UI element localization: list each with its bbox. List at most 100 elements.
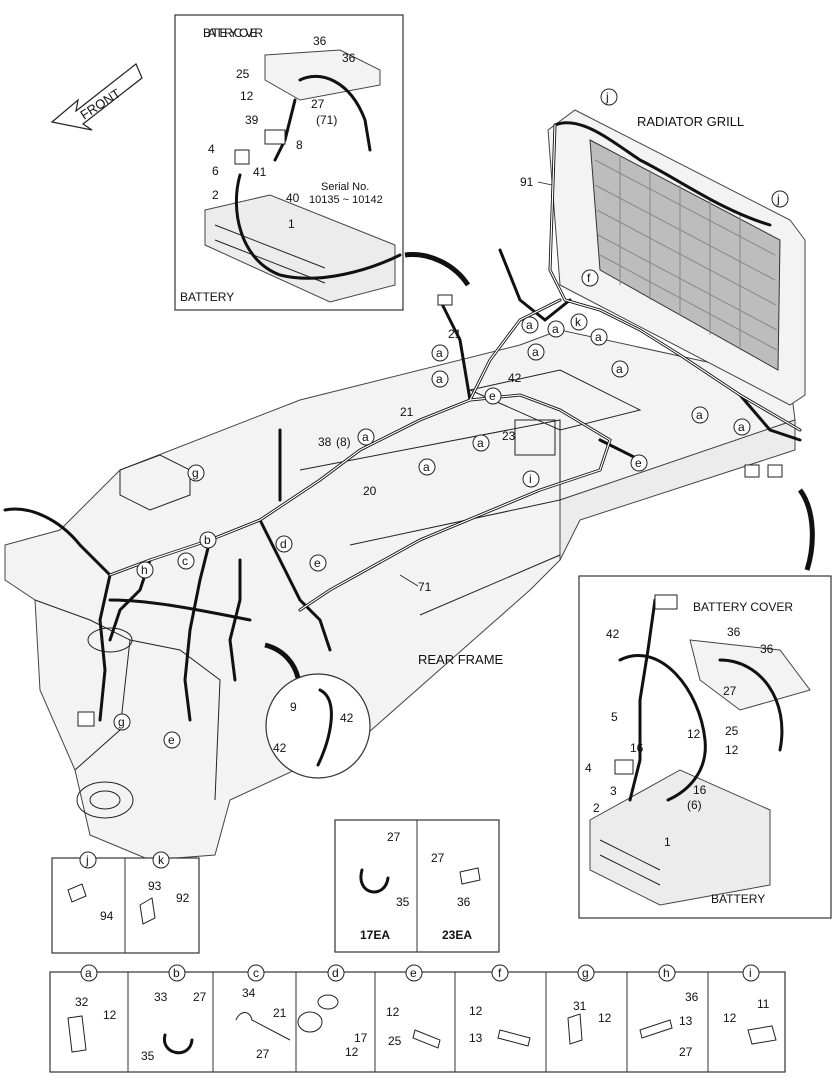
qty-right-36: 36 (457, 895, 471, 909)
inset-right-6: (6) (687, 798, 702, 812)
svg-text:b: b (173, 966, 180, 980)
main-letter-markers: j j f k a a a a a a a a a a a a e e e e … (113, 88, 789, 749)
svg-text:g: g (582, 966, 589, 980)
clip-42b: 42 (273, 741, 287, 755)
legend-d-17: 17 (354, 1031, 368, 1045)
marker-f: f (581, 269, 599, 287)
legend-a-12: 12 (103, 1008, 117, 1022)
svg-text:a: a (595, 330, 602, 344)
legend-e-12: 12 (386, 1005, 400, 1019)
inset-top-6: 6 (212, 164, 219, 178)
svg-text:j: j (605, 90, 609, 104)
legend-g: g 31 12 (567, 964, 612, 1045)
qty-right-27: 27 (431, 851, 445, 865)
jk-letter-k: k (158, 853, 165, 867)
legend-h-36: 36 (685, 990, 699, 1004)
inset-top-serial-range: 10135 ~ 10142 (309, 194, 383, 206)
inset-top-41: 41 (253, 165, 267, 179)
marker-e-3: e (309, 554, 327, 572)
marker-c: c (177, 552, 195, 570)
callout-38: 38 (318, 435, 332, 449)
qty-right-count: 23EA (442, 928, 472, 942)
legend-f: f 12 13 (469, 964, 531, 1047)
legend-i: i 11 12 (723, 964, 777, 1045)
rear-frame-label: REAR FRAME (418, 652, 504, 667)
svg-text:c: c (253, 966, 259, 980)
legend-i-12: 12 (723, 1011, 737, 1025)
marker-g-1: g (187, 464, 205, 482)
qty-left-27: 27 (387, 830, 401, 844)
legend-h-13: 13 (679, 1014, 693, 1028)
inset-top-2: 2 (212, 188, 219, 202)
inset-right-title: BATTERY COVER (693, 600, 793, 614)
legend-g-31: 31 (573, 999, 587, 1013)
marker-e-1: e (484, 387, 502, 405)
jk-92: 92 (176, 891, 190, 905)
legend-g-12: 12 (598, 1011, 612, 1025)
front-arrow: FRONT (50, 63, 143, 131)
callout-21-lower: 21 (400, 405, 414, 419)
marker-a-2: a (527, 343, 545, 361)
clip-42a: 42 (340, 711, 354, 725)
marker-j-top: j (600, 88, 618, 106)
svg-text:i: i (529, 472, 532, 486)
inset-right-5: 5 (611, 710, 618, 724)
marker-a-6: a (733, 418, 751, 436)
svg-text:h: h (141, 563, 148, 577)
inset-right-25: 25 (725, 724, 739, 738)
svg-text:f: f (498, 966, 502, 980)
quantity-boxes: 27 35 17EA 27 36 23EA (334, 819, 500, 953)
jk-box: j k 94 93 92 (51, 851, 200, 954)
inset-right-42: 42 (606, 627, 620, 641)
inset-battery-cover: BATTERY COVER 42 36 36 27 5 12 25 12 16 … (578, 575, 832, 919)
svg-text:a: a (436, 372, 443, 386)
legend-b-27: 27 (193, 990, 207, 1004)
marker-a-5: a (691, 406, 709, 424)
legend-c-21: 21 (273, 1006, 287, 1020)
jk-letter-j: j (85, 853, 89, 867)
legend-c-34: 34 (242, 986, 256, 1000)
inset-right-16a: 16 (630, 741, 644, 755)
inset-top-serial: Serial No. (321, 181, 369, 193)
svg-text:i: i (749, 966, 752, 980)
svg-text:e: e (635, 456, 642, 470)
marker-a-7: a (431, 344, 449, 362)
svg-text:a: a (85, 966, 92, 980)
inset-right-battery: BATTERY (711, 892, 765, 906)
svg-text:b: b (204, 533, 211, 547)
svg-text:a: a (552, 322, 559, 336)
inset-right-27: 27 (723, 684, 737, 698)
inset-right-12b: 12 (725, 743, 739, 757)
svg-text:e: e (168, 733, 175, 747)
inset-clip-detail: 9 42 42 (265, 673, 371, 779)
svg-text:a: a (423, 460, 430, 474)
inset-top-36b: 36 (342, 51, 356, 65)
inset-top-25: 25 (236, 67, 250, 81)
legend-b: b 33 27 35 (141, 964, 207, 1063)
legend-h: h 36 13 27 (639, 964, 699, 1059)
legend-c-27: 27 (256, 1047, 270, 1061)
clip-9: 9 (290, 700, 297, 714)
svg-text:a: a (436, 346, 443, 360)
inset-top-40: 40 (286, 191, 300, 205)
callout-23: 23 (502, 429, 516, 443)
rear-frame-body (4, 329, 796, 861)
svg-text:d: d (332, 966, 339, 980)
marker-i: i (522, 470, 540, 488)
svg-text:a: a (532, 345, 539, 359)
svg-text:a: a (616, 362, 623, 376)
qty-left-count: 17EA (360, 928, 390, 942)
svg-text:e: e (314, 556, 321, 570)
inset-top-71: (71) (316, 113, 337, 127)
svg-text:h: h (663, 966, 670, 980)
inset-top-12: 12 (240, 89, 254, 103)
inset-right-36b: 36 (760, 642, 774, 656)
marker-d: d (275, 535, 293, 553)
legend-b-33: 33 (154, 990, 168, 1004)
qty-left-35: 35 (396, 895, 410, 909)
inset-top-4: 4 (208, 142, 215, 156)
marker-b: b (199, 531, 217, 549)
legend-a-32: 32 (75, 995, 89, 1009)
inset-battery-serial: BATTERY COVER 36 36 25 12 27 (71) 8 39 4… (174, 14, 404, 311)
svg-text:k: k (575, 315, 582, 329)
